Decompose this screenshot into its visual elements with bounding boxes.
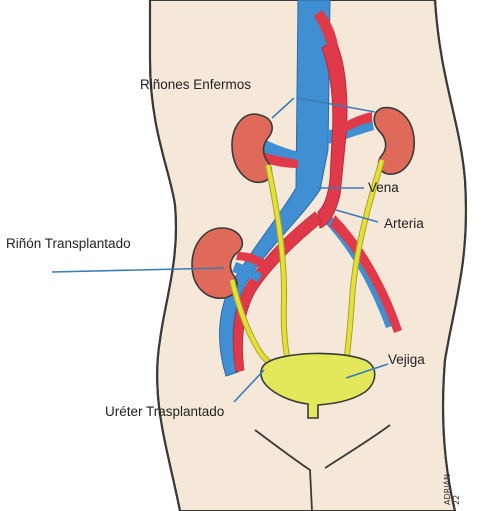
label-transplanted-kidney: Riñón Transplantado — [6, 236, 131, 252]
label-vein: Vena — [368, 180, 399, 196]
label-transplanted-ureter: Uréter Trasplantado — [105, 404, 224, 420]
label-artery: Arteria — [384, 216, 424, 232]
label-bladder: Vejiga — [388, 352, 425, 368]
artist-signature: ADRIÁN 22 — [443, 462, 461, 505]
label-diseased-kidneys: Riñones Enfermos — [140, 77, 251, 93]
